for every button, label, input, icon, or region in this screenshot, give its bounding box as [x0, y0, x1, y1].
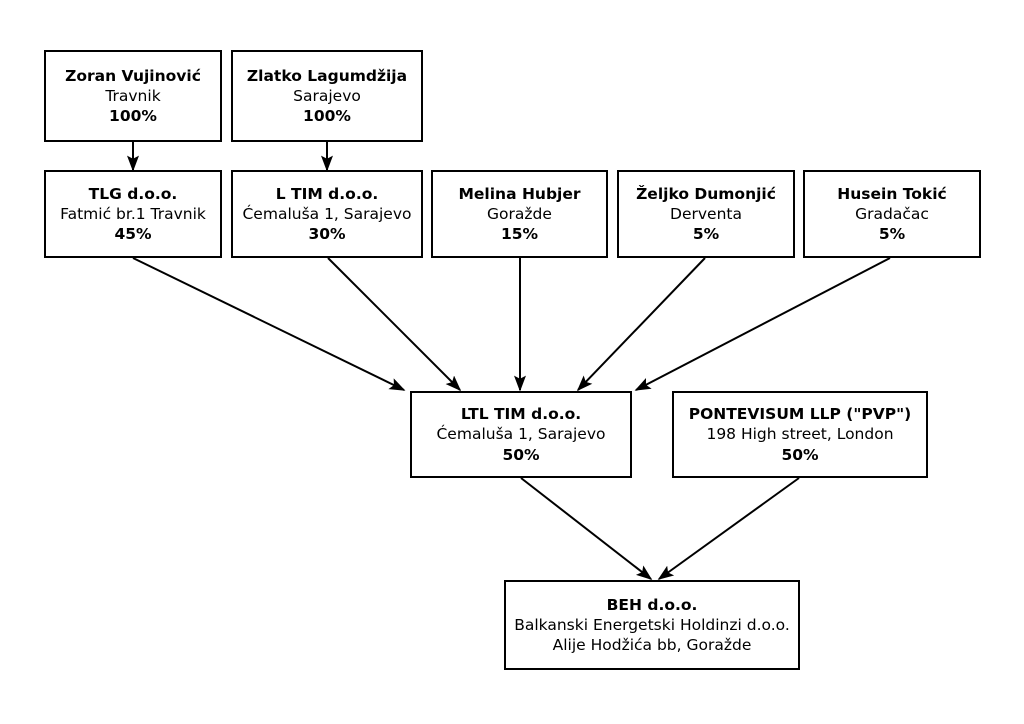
node-percent: Alije Hodžića bb, Goražde: [552, 636, 752, 655]
node-title: Zlatko Lagumdžija: [246, 66, 408, 85]
node-subtitle: Ćemaluša 1, Sarajevo: [242, 204, 412, 223]
node-title: TLG d.o.o.: [88, 184, 178, 203]
node-title: L TIM d.o.o.: [275, 184, 379, 203]
node-subtitle: Fatmić br.1 Travnik: [60, 204, 206, 223]
node-subtitle: Derventa: [670, 204, 742, 223]
node-percent: 50%: [781, 445, 819, 464]
node-percent: 15%: [500, 225, 539, 244]
node-percent: 5%: [878, 225, 906, 244]
node-percent: 5%: [692, 225, 720, 244]
node-percent: 30%: [308, 225, 346, 244]
node-beh-doo[interactable]: BEH d.o.o.Balkanski Energetski Holdinzi …: [504, 580, 800, 670]
node-subtitle: Balkanski Energetski Holdinzi d.o.o.: [514, 615, 790, 634]
node-subtitle: 198 High street, London: [706, 425, 894, 444]
connector-zeljko-dumonjic-to-ltl-tim-doo: [576, 257, 706, 392]
node-title: PONTEVISUM LLP ("PVP"): [688, 405, 912, 424]
connector-ltl-tim-doo-to-beh-doo: [520, 477, 653, 580]
node-title: Zoran Vujinović: [65, 66, 201, 85]
node-pontevisum-llp[interactable]: PONTEVISUM LLP ("PVP")198 High street, L…: [672, 391, 928, 478]
node-title: BEH d.o.o.: [606, 595, 698, 614]
node-percent: 50%: [502, 445, 540, 464]
node-subtitle: Sarajevo: [293, 86, 361, 105]
node-subtitle: Ćemaluša 1, Sarajevo: [436, 425, 606, 444]
node-l-tim-doo[interactable]: L TIM d.o.o.Ćemaluša 1, Sarajevo 30%: [231, 170, 423, 258]
node-title: Željko Dumonjić: [636, 184, 776, 203]
connector-pontevisum-llp-to-beh-doo: [657, 477, 800, 580]
node-title: Melina Hubjer: [458, 184, 581, 203]
node-percent: 100%: [303, 107, 351, 126]
node-percent: 45%: [114, 225, 152, 244]
node-title: LTL TIM d.o.o.: [460, 405, 582, 424]
connector-husein-tokic-to-ltl-tim-doo: [634, 257, 891, 391]
node-percent: 100%: [109, 107, 157, 126]
node-tlg-doo[interactable]: TLG d.o.o.Fatmić br.1 Travnik 45%: [44, 170, 222, 258]
connector-tlg-doo-to-ltl-tim-doo: [132, 257, 406, 391]
node-subtitle: Travnik: [105, 86, 161, 105]
node-subtitle: Gradačac: [855, 204, 929, 223]
connector-l-tim-doo-to-ltl-tim-doo: [327, 257, 462, 392]
node-subtitle: Goražde: [487, 204, 552, 223]
node-title: Husein Tokić: [837, 184, 947, 203]
